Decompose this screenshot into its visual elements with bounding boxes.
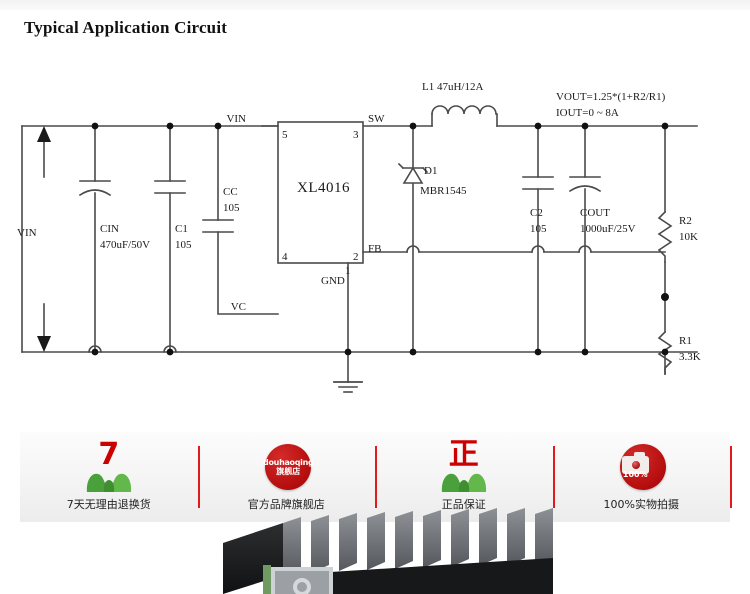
label-c1-ref: C1 <box>175 223 188 235</box>
label-cc-value: 105 <box>223 202 240 214</box>
page-title: Typical Application Circuit <box>24 18 228 37</box>
vin-arrow-up-head <box>37 126 51 142</box>
badge-seven-day-return: 7 7天无理由退换货 <box>20 432 198 522</box>
camera-icon: 100% <box>612 442 670 492</box>
label-cin-value: 470uF/50V <box>100 239 150 251</box>
brand-seal-circle: douhaoqing 旗舰店 <box>263 444 314 490</box>
pin-number-3: 3 <box>353 129 359 141</box>
camera-percent-label: 100% <box>622 470 648 479</box>
badge-glyph-seven: 7 <box>98 437 120 472</box>
label-d1-value: MBR1545 <box>420 185 467 197</box>
pin-number-2: 2 <box>353 251 359 263</box>
junction-dots <box>91 122 669 356</box>
label-c2-value: 105 <box>530 223 547 235</box>
label-cc-ref: CC <box>223 186 238 198</box>
camera-lens <box>630 459 643 471</box>
hands-icon <box>441 473 486 492</box>
badge-glyph-genuine: 正 <box>448 437 479 472</box>
label-c2-ref: C2 <box>530 207 543 219</box>
product-photo <box>205 505 605 594</box>
seven-hands-icon: 7 <box>80 437 138 492</box>
badge-caption: 官方品牌旗舰店 <box>247 498 325 511</box>
label-c1-value: 105 <box>175 239 192 251</box>
heatsink-module-illustration <box>223 508 553 594</box>
inductor-l1-coil <box>431 105 497 115</box>
label-cin-ref: CIN <box>100 223 119 235</box>
badge-genuine-guarantee: 正 正品保证 <box>375 432 553 522</box>
label-r1-ref: R1 <box>679 335 692 347</box>
resistor-r1-body <box>657 330 673 375</box>
badge-real-product-photo: 100% 100%实物拍摄 <box>552 432 732 522</box>
genuine-hands-icon: 正 <box>435 437 493 492</box>
service-badge-banner: 7 7天无理由退换货 douhaoqing 旗舰店 官方品牌旗舰店 正 <box>20 432 732 522</box>
ic-part-label: XL4016 <box>297 180 350 196</box>
pin-name-vc: VC <box>231 301 246 313</box>
pin-name-vin: VIN <box>226 113 246 125</box>
pin-name-sw: SW <box>368 113 385 125</box>
badge-caption: 100%实物拍摄 <box>603 498 679 511</box>
ic-body <box>277 121 364 264</box>
badge-caption: 正品保证 <box>441 498 486 511</box>
vin-arrow-down-head <box>37 336 51 352</box>
brand-seal-icon: douhaoqing 旗舰店 <box>257 442 315 492</box>
diode-d1-body <box>402 166 424 184</box>
label-iout-range: IOUT=0 ~ 8A <box>556 107 619 119</box>
label-r2-ref: R2 <box>679 215 692 227</box>
brand-seal-line2: 旗舰店 <box>276 467 301 476</box>
badge-official-brand-store: douhaoqing 旗舰店 官方品牌旗舰店 <box>197 432 376 522</box>
pin-name-gnd: GND <box>321 275 345 287</box>
label-vin-source: VIN <box>17 227 37 239</box>
pin-number-1: 1 <box>345 265 351 277</box>
label-r2-value: 10K <box>679 231 698 243</box>
label-inductor-l1: L1 47uH/12A <box>422 81 483 93</box>
pin-number-4: 4 <box>282 251 288 263</box>
cap-cin-plate-bottom <box>78 189 112 197</box>
camera-bump <box>634 452 646 457</box>
label-vout-equation: VOUT=1.25*(1+R2/R1) <box>556 91 666 103</box>
top-strip <box>0 0 750 10</box>
resistor-r2-body <box>657 210 673 263</box>
hands-icon <box>86 473 131 492</box>
brand-seal-line1: douhaoqing <box>263 458 314 467</box>
label-cout-ref: COUT <box>580 207 610 219</box>
label-cout-value: 1000uF/25V <box>580 223 636 235</box>
badge-divider <box>730 446 732 508</box>
label-r1-value: 3.3K <box>679 351 701 363</box>
label-d1-ref: D1 <box>424 165 437 177</box>
pin-name-fb: FB <box>368 243 381 255</box>
badge-caption: 7天无理由退换货 <box>66 498 151 511</box>
schematic-diagram: XL4016 5 3 4 2 1 VIN SW VC FB GND VIN CI… <box>0 52 750 422</box>
pin-number-5: 5 <box>282 129 288 141</box>
